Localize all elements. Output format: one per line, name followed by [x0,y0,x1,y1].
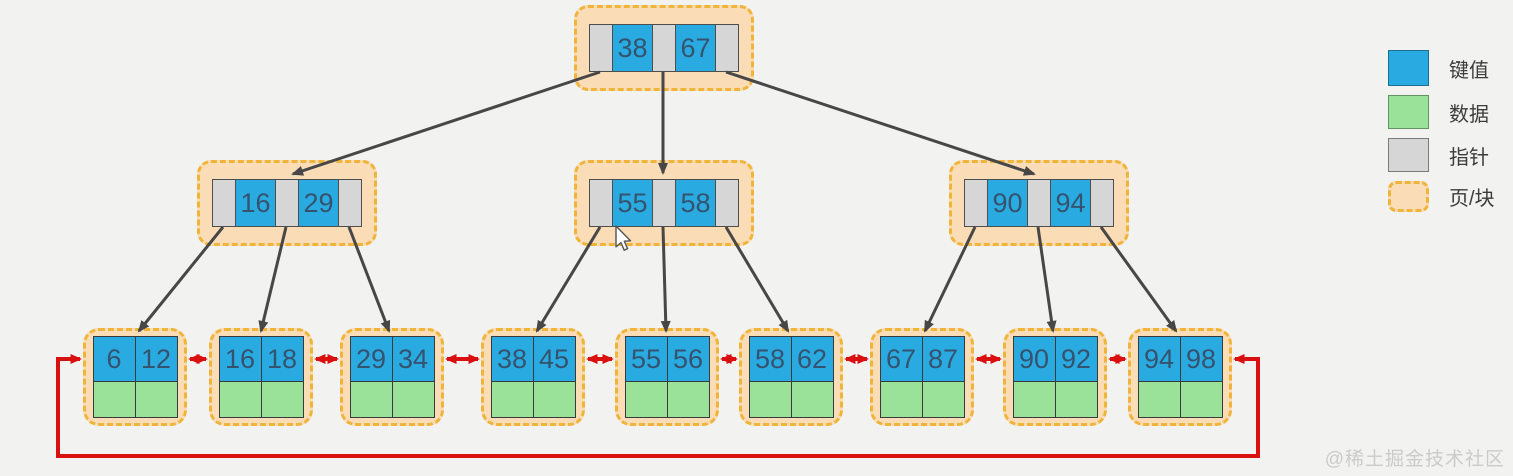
leaf-page-1: 16 18 [209,328,313,426]
key-cell: 94 [1050,180,1091,226]
key-cell: 87 [922,337,964,381]
key-cell: 38 [491,337,533,381]
key-cell: 62 [791,337,833,381]
leaf-node: 29 34 [349,336,435,418]
leaf-page-5: 58 62 [739,328,843,426]
data-cell [350,382,392,417]
leaf-page-4: 55 56 [615,328,719,426]
pointer-cell [716,25,738,71]
data-cell [261,382,303,417]
edge-root-internal-left [291,70,601,176]
key-cell: 92 [1055,337,1097,381]
pointer-cell [965,180,987,226]
key-cell: 45 [533,337,575,381]
watermark: @稀土掘金技术社区 [1324,449,1505,470]
legend-label: 指针 [1449,146,1489,169]
pointer-cell [1028,180,1050,226]
data-cell [880,382,922,417]
internal-node: 90 94 [964,179,1114,227]
internal-node: 16 29 [212,179,362,227]
orange-page-swatch [1388,181,1429,212]
leaf-node: 55 56 [624,336,710,418]
data-cell [667,382,709,417]
key-cell: 67 [675,25,716,71]
key-cell: 94 [1138,337,1180,381]
leaf-page-2: 29 34 [340,328,444,426]
key-cell: 90 [1013,337,1055,381]
leaf-node: 6 12 [92,336,178,418]
data-cell [491,382,533,417]
key-cell: 18 [261,337,303,381]
legend-label: 页/块 [1449,188,1495,210]
internal-page-middle: 55 58 [574,160,754,246]
data-cell [1138,382,1180,417]
pointer-cell [653,180,675,226]
leaf-node: 67 87 [879,336,965,418]
key-cell: 55 [625,337,667,381]
data-cell [392,382,434,417]
key-cell: 12 [135,337,177,381]
key-cell: 98 [1180,337,1222,381]
leaf-page-7: 90 92 [1003,328,1107,426]
pointer-cell [276,180,298,226]
leaf-node: 90 92 [1012,336,1098,418]
legend-item-key: 键值 [1388,50,1489,86]
legend-label: 键值 [1449,59,1489,82]
data-cell [533,382,575,417]
pointer-cell [213,180,235,226]
internal-node: 55 58 [589,179,739,227]
leaf-node: 16 18 [218,336,304,418]
legend-item-page: 页/块 [1388,181,1495,212]
internal-page-left: 16 29 [197,160,377,246]
key-cell: 16 [219,337,261,381]
leaf-page-3: 38 45 [481,328,585,426]
key-cell: 67 [880,337,922,381]
leaf-page-6: 67 87 [870,328,974,426]
leaf-node: 38 45 [490,336,576,418]
legend-item-data: 数据 [1388,95,1489,129]
key-cell: 58 [749,337,791,381]
edge-root-internal-right [725,70,1036,176]
data-cell [625,382,667,417]
leaf-node: 58 62 [748,336,834,418]
root-page: 38 67 [574,5,754,91]
key-cell: 29 [298,180,339,226]
blue-key-swatch [1388,50,1429,86]
key-cell: 56 [667,337,709,381]
leaf-node: 94 98 [1137,336,1223,418]
key-cell: 55 [612,180,653,226]
legend-item-pointer: 指针 [1388,138,1489,172]
legend-label: 数据 [1449,103,1489,126]
pointer-cell [1091,180,1113,226]
data-cell [135,382,177,417]
key-cell: 90 [987,180,1028,226]
pointer-cell [339,180,361,226]
pointer-cell [590,180,612,226]
data-cell [1180,382,1222,417]
internal-page-right: 90 94 [949,160,1129,246]
data-cell [93,382,135,417]
key-cell: 58 [675,180,716,226]
data-cell [1013,382,1055,417]
root-node: 38 67 [589,24,739,72]
pointer-cell [653,25,675,71]
data-cell [922,382,964,417]
pointer-cell [716,180,738,226]
leaf-page-8: 94 98 [1128,328,1232,426]
data-cell [791,382,833,417]
key-cell: 34 [392,337,434,381]
key-cell: 38 [612,25,653,71]
key-cell: 6 [93,337,135,381]
leaf-page-0: 6 12 [83,328,187,426]
key-cell: 29 [350,337,392,381]
key-cell: 16 [235,180,276,226]
pointer-cell [590,25,612,71]
data-cell [1055,382,1097,417]
data-cell [749,382,791,417]
gray-pointer-swatch [1388,138,1429,172]
data-cell [219,382,261,417]
green-data-swatch [1388,95,1429,129]
